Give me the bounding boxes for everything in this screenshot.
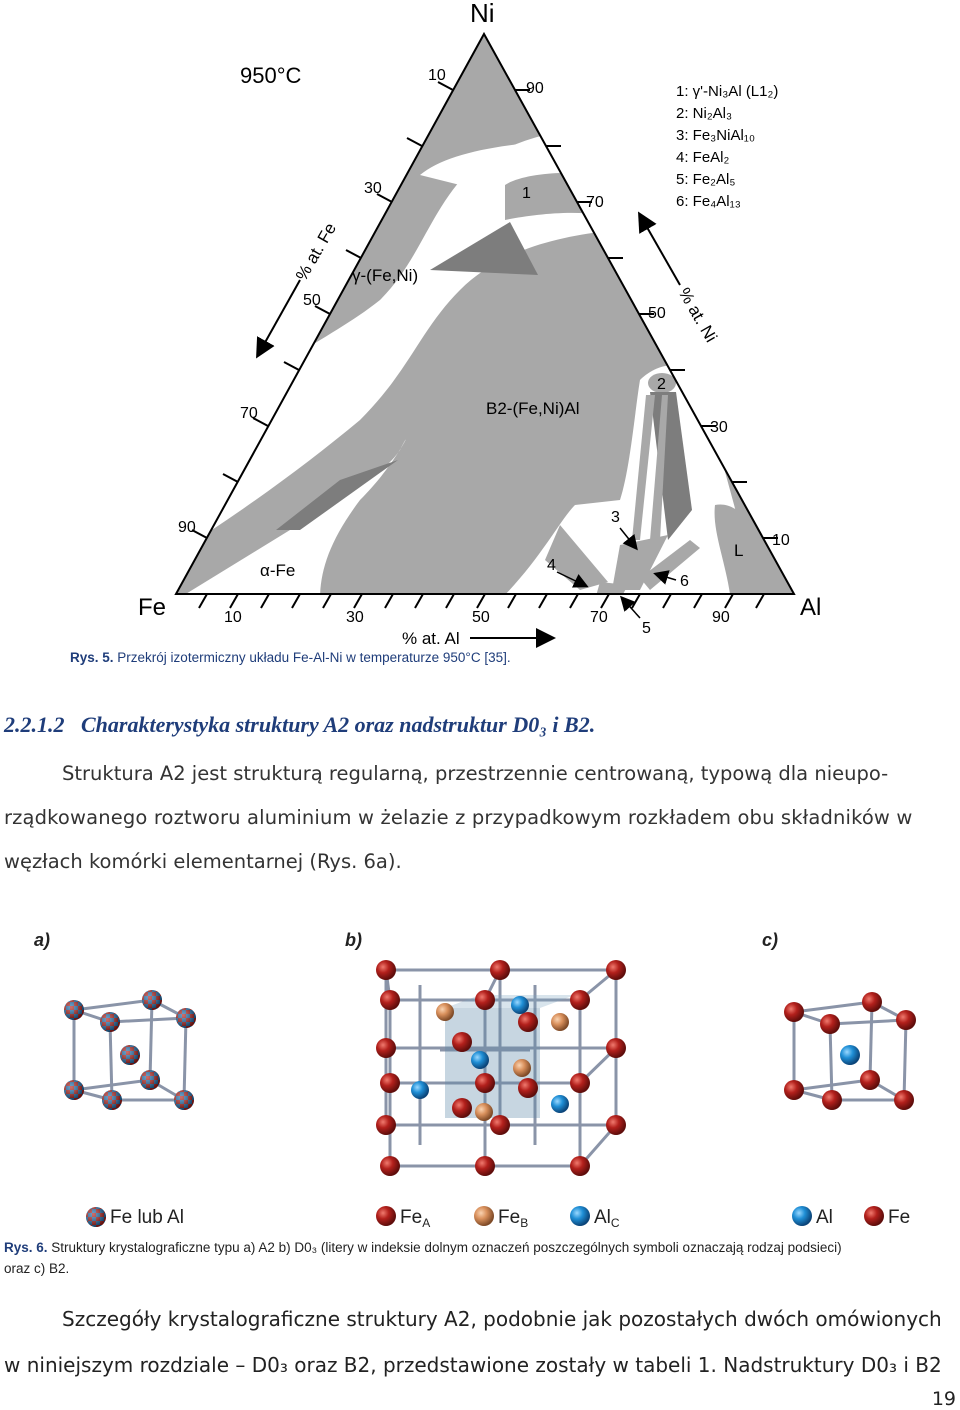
- figure6-caption-line1: Struktury krystalograficzne typu a) A2 b…: [51, 1240, 842, 1255]
- region-alpha-label: α-Fe: [260, 561, 295, 580]
- legend-c-al-dot: [792, 1206, 812, 1226]
- right-ticks: [515, 89, 778, 539]
- panel-b-label: b): [345, 930, 362, 950]
- axis-ni-arrow: [638, 211, 681, 286]
- legend-b-feb-dot: [474, 1206, 494, 1226]
- bottom-tick-50: 50: [472, 609, 490, 626]
- panel-b-atoms: [376, 960, 626, 1176]
- crystal-structures: Fe lub Al FeA FeB AlC Al Fe: [64, 960, 916, 1230]
- tie-triangle-1: [430, 222, 538, 275]
- legend-c-fe-dot: [864, 1206, 884, 1226]
- marker-6: 6: [680, 573, 689, 590]
- paragraph-1-line-2: rządkowanego roztworu aluminium w żelazi…: [4, 806, 913, 829]
- marker-1: 1: [522, 185, 531, 202]
- liquid-region: [714, 504, 794, 594]
- left-tick-10: 10: [428, 67, 446, 84]
- right-tick-50: 50: [648, 305, 666, 322]
- ni2al3-region: [648, 373, 676, 393]
- right-tick-90: 90: [526, 80, 544, 97]
- tie-triangle-2: [276, 460, 398, 530]
- legend-4: 4: FeAl₂: [676, 149, 730, 166]
- legend-b-fea-dot: [376, 1206, 396, 1226]
- temperature-label: 950°C: [240, 63, 302, 88]
- legend-2: 2: Ni₂Al₃: [676, 105, 732, 122]
- region-gamma-label: γ-(Fe,Ni): [352, 266, 418, 285]
- marker-5-arrow: [619, 595, 641, 619]
- legend-c-fe: Fe: [888, 1207, 910, 1228]
- legend-b-fea: FeA: [400, 1207, 430, 1230]
- legend-a-text: Fe lub Al: [110, 1207, 184, 1228]
- marker-3: 3: [611, 509, 620, 526]
- figure5-caption-label: Rys. 5.: [70, 650, 114, 665]
- legend-b-feb: FeB: [498, 1207, 528, 1230]
- panel-a-label: a): [34, 930, 51, 950]
- bottom-ticks: [198, 593, 765, 609]
- left-ticks: [191, 81, 454, 539]
- figure6-caption-line2: oraz c) B2.: [4, 1261, 70, 1276]
- section-heading: 2.2.1.2 Charakterystyka struktury A2 ora…: [4, 712, 595, 738]
- left-tick-90: 90: [178, 519, 196, 536]
- paragraph-2-line-1: Szczegóły krystalograficzne struktury A2…: [62, 1307, 942, 1331]
- axis-fe-label: % at. Fe: [292, 220, 340, 284]
- fe2al5-region: [596, 582, 628, 594]
- marker-5: 5: [642, 620, 651, 637]
- section-title: Charakterystyka struktury A2 oraz nadstr…: [81, 712, 596, 737]
- legend-5: 5: Fe₂Al₅: [676, 171, 735, 188]
- vertex-ni: Ni: [470, 0, 495, 28]
- left-tick-30: 30: [364, 180, 382, 197]
- bottom-tick-70: 70: [590, 609, 608, 626]
- marker-2: 2: [657, 376, 666, 393]
- region-liquid-label: L: [734, 541, 743, 560]
- region-b2-label: B2-(Fe,Ni)Al: [486, 399, 580, 418]
- legend-3: 3: Fe₃NiAl₁₀: [676, 127, 755, 144]
- right-tick-70: 70: [586, 194, 604, 211]
- paragraph-1-line-1: Struktura A2 jest strukturą regularną, p…: [62, 762, 889, 785]
- panel-a-atoms: [64, 990, 196, 1110]
- legend-b-alc: AlC: [594, 1207, 620, 1230]
- figure5-caption: Rys. 5. Przekrój izotermiczny układu Fe-…: [70, 650, 511, 665]
- figure6-caption-label: Rys. 6.: [4, 1240, 48, 1255]
- left-tick-50: 50: [303, 292, 321, 309]
- bottom-tick-90: 90: [712, 609, 730, 626]
- phase-diagram: Ni Fe Al 950°C 10 30 50 70 90 90 70 50 3…: [138, 0, 821, 648]
- marker-4-arrow: [556, 571, 589, 588]
- paragraph-1-line-3: węzłach komórki elementarnej (Rys. 6a).: [4, 850, 402, 873]
- legend-b-alc-dot: [570, 1206, 590, 1226]
- panel-a-cube: [72, 998, 188, 1102]
- paragraph-2-line-2: w niniejszym rozdziale – D0₃ oraz B2, pr…: [4, 1353, 942, 1377]
- legend-c-al: Al: [816, 1207, 833, 1228]
- right-tick-10: 10: [772, 532, 790, 549]
- marker-6-arrow: [653, 570, 677, 585]
- figure6-caption: Rys. 6. Struktury krystalograficzne typu…: [4, 1237, 959, 1279]
- two-phase-band-alpha: [176, 439, 406, 594]
- panel-c-label: c): [762, 930, 779, 950]
- axis-ni-label: % at. Ni: [675, 285, 721, 346]
- marker-3-arrow: [619, 527, 638, 551]
- figure5-caption-text: Przekrój izotermiczny układu Fe-Al-Ni w …: [117, 650, 511, 665]
- legend-6: 6: Fe₄Al₁₃: [676, 193, 741, 210]
- tie-fan-2: [632, 395, 655, 540]
- section-number: 2.2.1.2: [4, 712, 65, 737]
- legend-c: Al Fe: [792, 1206, 910, 1228]
- feal2-fan: [545, 525, 608, 590]
- phase-legend: 1: γ'-Ni₃Al (L1₂) 2: Ni₂Al₃ 3: Fe₃NiAl₁₀…: [676, 83, 778, 210]
- bottom-tick-10: 10: [224, 609, 242, 626]
- page-number: 19: [931, 1388, 956, 1410]
- tie-fan-3: [650, 395, 668, 540]
- panel-c-atoms: [784, 992, 916, 1110]
- vertex-fe: Fe: [138, 594, 166, 621]
- marker-4: 4: [547, 557, 556, 574]
- legend-b: FeA FeB AlC: [376, 1206, 620, 1230]
- legend-a: Fe lub Al: [86, 1207, 184, 1228]
- paragraph-2: Szczegóły krystalograficzne struktury A2…: [4, 1296, 959, 1388]
- right-tick-30: 30: [710, 419, 728, 436]
- paragraph-1: Struktura A2 jest strukturą regularną, p…: [4, 752, 956, 884]
- vertex-al: Al: [800, 594, 821, 621]
- axis-al-label: % at. Al: [402, 629, 460, 648]
- axis-fe-arrow: [256, 279, 301, 359]
- bottom-tick-30: 30: [346, 609, 364, 626]
- panel-b-inner-top: [445, 995, 575, 1008]
- legend-1: 1: γ'-Ni₃Al (L1₂): [676, 83, 778, 100]
- left-tick-70: 70: [240, 405, 258, 422]
